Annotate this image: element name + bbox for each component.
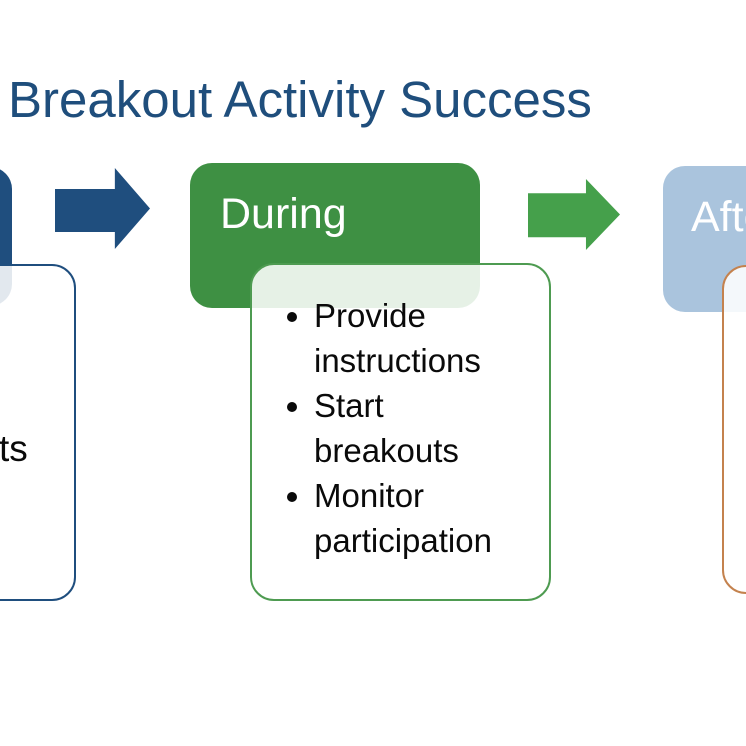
stage-before-list-box [0, 264, 76, 601]
stage-before-list-text-fragment: ts [0, 428, 28, 469]
stage-during-label: During [220, 190, 347, 238]
stage-during-list-box: Provide instructions Start breakouts Mon… [250, 263, 551, 601]
stage-after-list-box [722, 265, 746, 594]
arrow-before-to-during-icon [55, 168, 150, 249]
page-title: Breakout Activity Success [8, 71, 592, 129]
stage-after-label: After [691, 193, 746, 241]
stage-during-bullet-list: Provide instructions Start breakouts Mon… [252, 265, 549, 563]
list-item: Provide instructions [314, 293, 532, 383]
list-item: Monitor participation [314, 473, 532, 563]
list-item: Start breakouts [314, 383, 532, 473]
stage-after-header: After [663, 166, 746, 312]
arrow-during-to-after-icon [528, 179, 620, 250]
